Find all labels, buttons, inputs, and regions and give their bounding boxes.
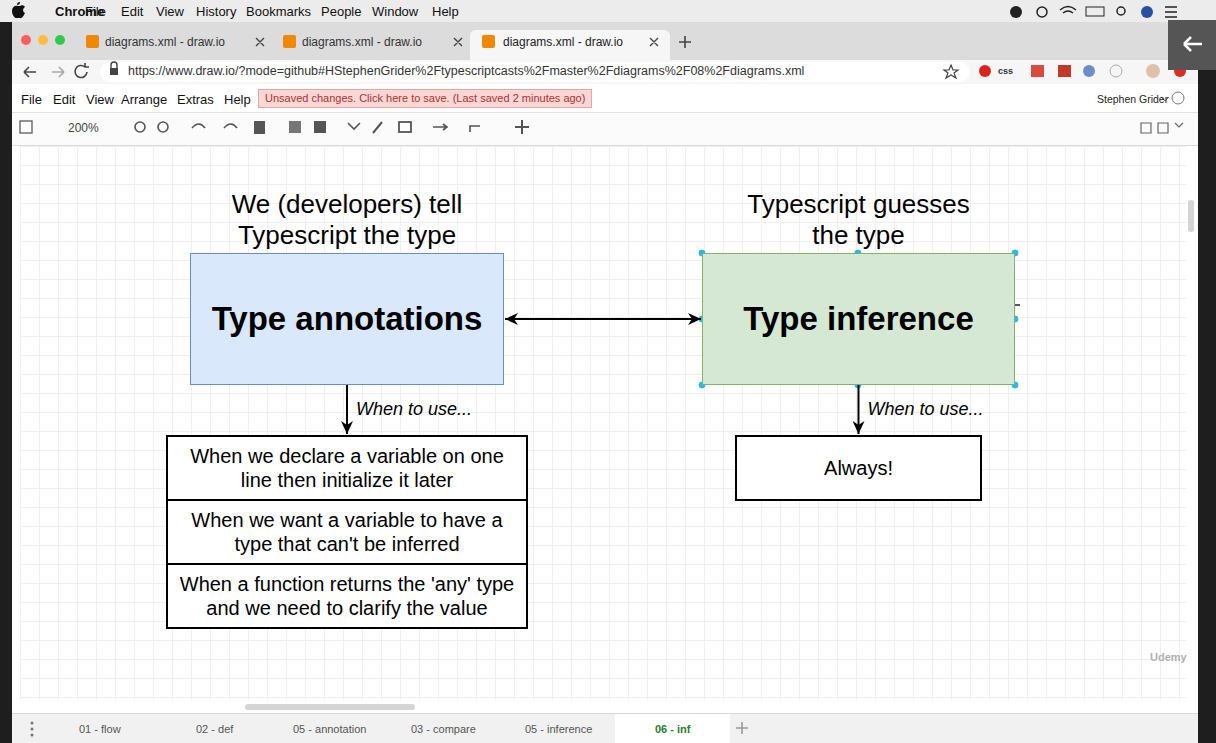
app-menu-item: Edit: [53, 92, 75, 108]
menu-item: File: [85, 4, 106, 20]
app-menu-item: File: [21, 92, 42, 108]
app-menu-item: View: [86, 92, 114, 108]
usage-box: When we declare a variable on one line t…: [166, 435, 528, 501]
usage-box: When we want a variable to have a type t…: [166, 499, 528, 565]
box-text: When we want a variable to have a type t…: [168, 508, 526, 557]
drawio-toolbar: [12, 112, 1198, 146]
menu-item: Window: [372, 4, 418, 20]
canvas-margin: [12, 146, 20, 713]
menu-item: Edit: [121, 4, 143, 20]
page-tab: 05 - annotation: [293, 723, 366, 736]
box-text: When we declare a variable on one line t…: [168, 444, 526, 493]
page-tab: 06 - inf: [655, 723, 690, 736]
app-menu-item: Help: [224, 92, 251, 108]
connector-arrow: [858, 385, 860, 434]
box-text: When a function returns the 'any' type a…: [168, 572, 526, 621]
tab-title: diagrams.xml - draw.io: [105, 35, 225, 49]
menu-item: People: [321, 4, 361, 20]
url-text: https://www.draw.io/?mode=github#HStephe…: [128, 64, 804, 79]
page-tab: 02 - def: [196, 723, 233, 736]
menu-item: Help: [432, 4, 459, 20]
box-heading: Typescript guesses the type: [734, 189, 984, 251]
box-heading: We (developers) tell Typescript the type: [202, 189, 492, 251]
page-tab-bar: [12, 713, 1198, 743]
extension-badge: css: [998, 66, 1013, 77]
page-tab: 05 - inference: [525, 723, 592, 736]
save-warning: Unsaved changes. Click here to save. (La…: [258, 89, 592, 108]
page-tab: 01 - flow: [79, 723, 121, 736]
user-name: Stephen Grider: [1097, 93, 1168, 106]
tab-title: diagrams.xml - draw.io: [503, 35, 623, 49]
box-text: Always!: [816, 456, 901, 480]
usage-box: When a function returns the 'any' type a…: [166, 563, 528, 629]
page-tab: 03 - compare: [411, 723, 476, 736]
connector-label: When to use...: [868, 399, 984, 421]
zoom-level: 200%: [68, 121, 99, 135]
app-menu-item: Arrange: [121, 92, 167, 108]
concept-box: We (developers) tell Typescript the type…: [190, 253, 504, 385]
concept-box: Typescript guesses the typeType inferenc…: [702, 253, 1015, 385]
menu-item: View: [156, 4, 184, 20]
menu-item: History: [196, 4, 236, 20]
app-menu-item: Extras: [177, 92, 214, 108]
connector-label: When to use...: [356, 399, 472, 421]
box-text: Type annotations: [204, 299, 491, 339]
scrollbar-thumb: [245, 704, 415, 710]
connector-arrow: [346, 385, 348, 434]
usage-box: Always!: [735, 435, 982, 501]
tab-title: diagrams.xml - draw.io: [302, 35, 422, 49]
watermark: Udemy: [1150, 651, 1187, 664]
menu-item: Bookmarks: [246, 4, 311, 20]
scroll-area: [20, 700, 1186, 713]
vscrollbar-thumb: [1188, 200, 1194, 232]
box-text: Type inference: [735, 299, 981, 339]
connector-arrow: [505, 318, 701, 320]
